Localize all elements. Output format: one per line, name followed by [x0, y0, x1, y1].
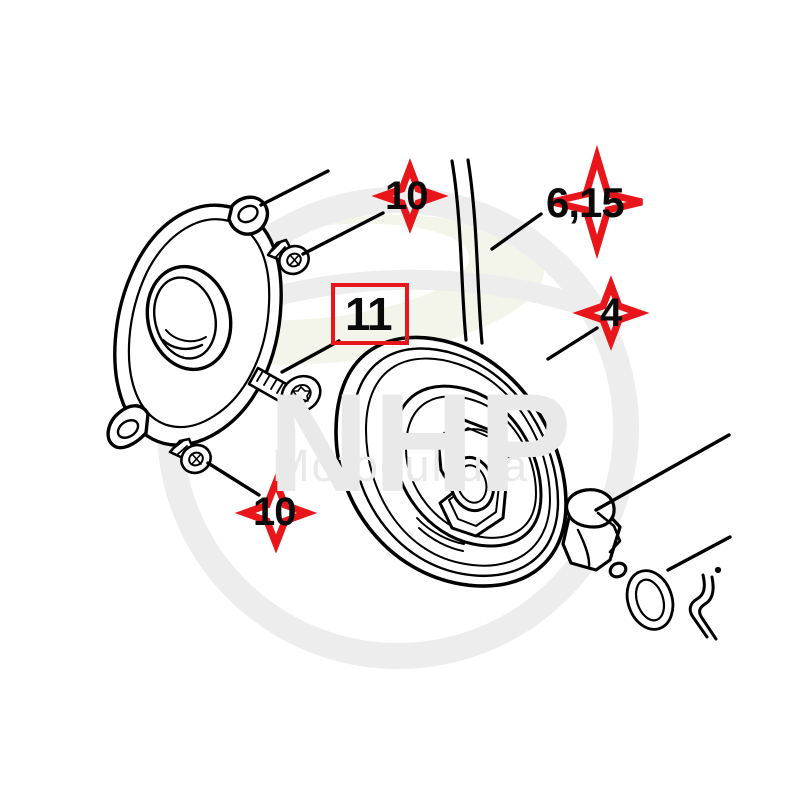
long-torx-screw [247, 366, 322, 414]
leader-lines [206, 169, 732, 572]
pawl-spring [688, 566, 722, 641]
sparkle-star-icon [371, 158, 449, 234]
pawl-carrier [561, 488, 628, 579]
callout-label-10-top: 10 [385, 174, 428, 218]
starter-cover-plate [106, 195, 283, 450]
short-screw-lower [168, 437, 212, 475]
callout-label-right: 4 [600, 291, 622, 335]
watermark-brand: NHP [268, 364, 576, 521]
highlighted-part-number: 11 [345, 288, 393, 340]
callout-label-6-15: 6,15 [546, 179, 625, 226]
rope-rotor-drum [334, 335, 568, 588]
flat-washer [625, 569, 675, 631]
highlighted-part-box[interactable] [331, 283, 409, 345]
star-marks-layer [234, 144, 650, 554]
sparkle-star-icon [551, 144, 643, 260]
starter-rope [450, 158, 484, 345]
callout-label-10-bottom: 10 [253, 490, 296, 534]
sparkle-star-icon [234, 472, 318, 554]
sparkle-star-icon [572, 275, 650, 351]
watermark-tagline: Motocultura [272, 440, 530, 491]
